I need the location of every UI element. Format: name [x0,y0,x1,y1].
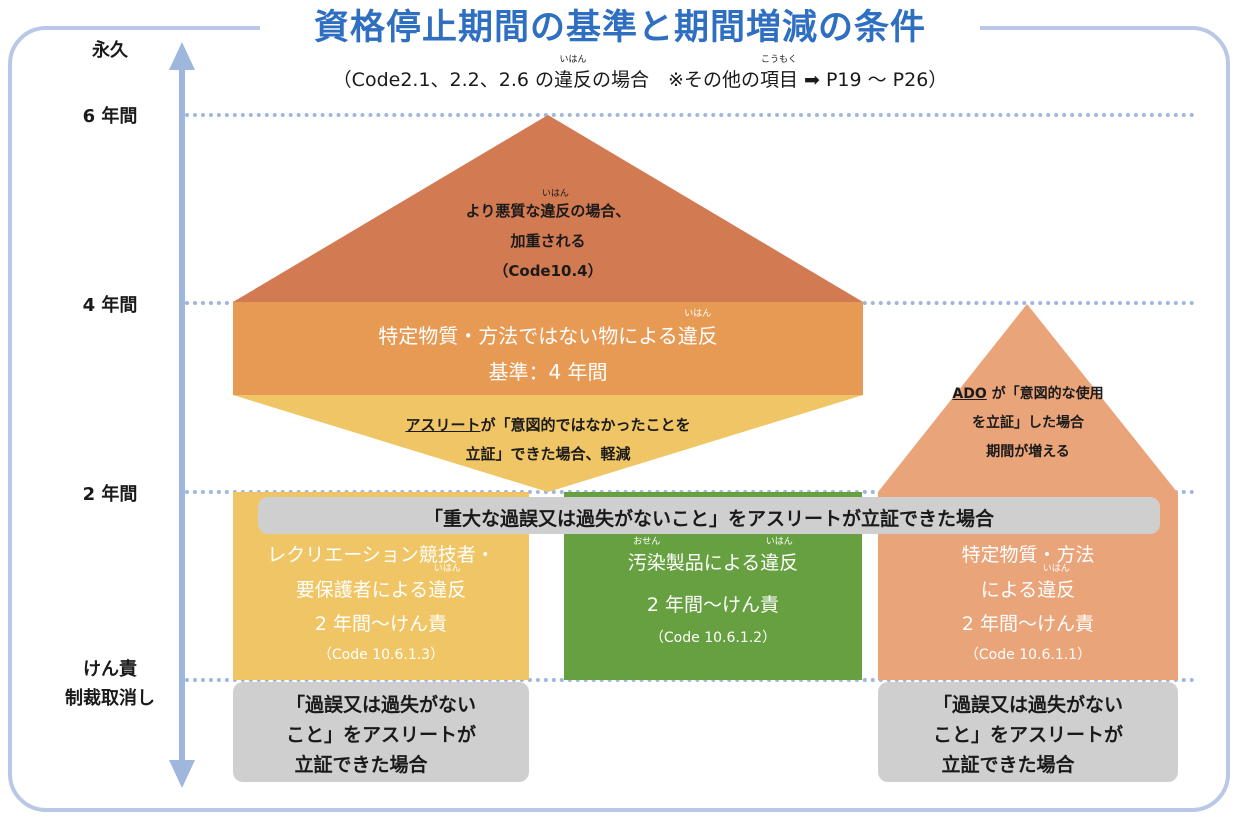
right-col-line2: によるいはん違反 [878,564,1178,602]
title-container: 資格停止期間の基準と期間増減の条件 [260,4,980,52]
axis-arrow [169,42,195,788]
ruby-text: いはん [684,309,712,319]
aggravation-triangle [233,115,863,302]
reduction-actor: アスリート [405,416,481,434]
subtitle-middle: の場合 ※その他の [592,69,760,91]
left-col-line3: 2 年間～けん責 [314,613,448,635]
right-col-line1: 特定物質・方法 [961,544,1095,566]
no-fault-box-right: 「過誤又は過失がない こと」をアスリートが 立証できた場合 [878,682,1178,782]
ruby-base: 違反 [1037,579,1076,601]
no-significant-fault-text: 「重大な過誤又は過失がないこと」をアスリートが立証できた場合 [423,508,994,530]
subtitle-komoku: こうもく項目 [759,55,798,94]
left-col-line2a: 要保護者による [295,579,429,601]
page-title: 資格停止期間の基準と期間増減の条件 [313,8,926,48]
middle-col-line2: 2 年間～けん責 [646,594,780,616]
gridline-6-years [185,113,1195,117]
no-fault-left-line2: こと」をアスリートが [285,724,476,746]
standard-text-1a: 特定物質・方法ではない物による [378,324,678,348]
subtitle-after: ➡ P19 ～ P26） [797,69,948,91]
middle-col-code: （Code 10.6.1.2） [649,630,777,646]
right-col-ihan: いはん違反 [1037,564,1076,602]
axis-label-permanent: 永久 [92,40,128,61]
no-fault-left-line3: 立証できた場合 [294,754,428,776]
standard-band [233,302,863,395]
right-col-line2a: による [980,579,1038,601]
reduction-text-1: アスリートが「意図的ではなかったことを [233,414,863,435]
increase-triangle [878,304,1177,492]
reduction-triangle [233,395,863,492]
ruby-base: 項目 [759,69,798,91]
subtitle-before: （Code2.1、2.2、2.6 の [332,69,555,91]
ruby-text: こうもく [760,55,797,65]
ruby-base: 違反 [677,324,718,348]
middle-col-osen: おせん汚染 [627,537,666,575]
increase-text-1b: が「意図的な使用 [986,386,1104,402]
subtitle: （Code2.1、2.2、2.6 のいはん違反の場合 ※その他のこうもく項目 ➡… [280,55,1000,94]
increase-text-1: ADO が「意図的な使用 [878,383,1178,403]
subtitle-ihan: いはん違反 [554,55,593,94]
left-col-ihan: いはん違反 [428,564,467,602]
ruby-text: いはん [1042,564,1070,574]
standard-ihan: いはん違反 [677,309,718,349]
axis-arrowhead-up [169,42,195,70]
axis-label-4-years: 4 年間 [82,295,138,316]
ruby-base: 違反 [540,202,571,220]
no-fault-box-left: 「過誤又は過失がない こと」をアスリートが 立証できた場合 [233,682,529,782]
axis-label-6-years: 6 年間 [82,106,138,127]
increase-actor: ADO [952,386,987,402]
aggravation-ihan: いはん違反 [540,189,571,221]
standard-text-2: 基準：4 年間 [488,360,608,384]
axis-label-2-years: 2 年間 [82,484,138,505]
increase-text-2: を立証」した場合 [972,415,1084,431]
aggravation-text-1a: より悪質な [465,202,541,220]
ruby-base: 汚染 [627,552,666,574]
ruby-base: 違反 [554,69,593,91]
ruby-text: いはん [559,55,587,65]
increase-text-3: 期間が増える [986,444,1070,460]
ruby-base: 違反 [428,579,467,601]
axis-label-reprimand: けん責 [83,659,137,680]
no-fault-left-line1: 「過誤又は過失がない [285,694,476,716]
right-col-code: （Code 10.6.1.1） [964,647,1092,663]
no-fault-right-line3: 立証できた場合 [941,754,1075,776]
reduction-text-2: 立証」できた場合、軽減 [465,445,631,463]
left-col-line1: レクリエーション競技者・ [267,544,495,566]
middle-col-line1: おせん汚染製品によるいはん違反 [564,537,862,575]
ruby-text: いはん [433,564,461,574]
middle-col-line1b: 製品による [665,552,761,574]
ruby-text: おせん [633,537,661,547]
no-significant-fault-bar: 「重大な過誤又は過失がないこと」をアスリートが立証できた場合 [258,497,1160,534]
aggravation-code: （Code10.4） [493,262,603,280]
no-fault-right-line1: 「過誤又は過失がない [932,694,1123,716]
axis-arrowhead-down [169,760,195,788]
ruby-text: いはん [541,189,569,199]
left-col-code: （Code 10.6.1.3） [317,647,445,663]
standard-text-1: 特定物質・方法ではない物によるいはん違反 [233,309,863,349]
aggravation-text-1: より悪質ないはん違反の場合、 [398,189,698,221]
reduction-text-1b: が「意図的ではなかったことを [480,416,691,434]
axis-label-no-sanction: 制裁取消し [65,688,155,709]
aggravation-text-1b: の場合、 [570,202,631,220]
aggravation-text-2: 加重される [510,232,586,250]
middle-col-ihan: いはん違反 [760,537,799,575]
ruby-base: 違反 [760,552,799,574]
no-fault-right-line2: こと」をアスリートが [932,724,1123,746]
left-col-line2: 要保護者によるいはん違反 [233,564,529,602]
ruby-text: いはん [765,537,793,547]
right-col-line3: 2 年間～けん責 [961,613,1095,635]
